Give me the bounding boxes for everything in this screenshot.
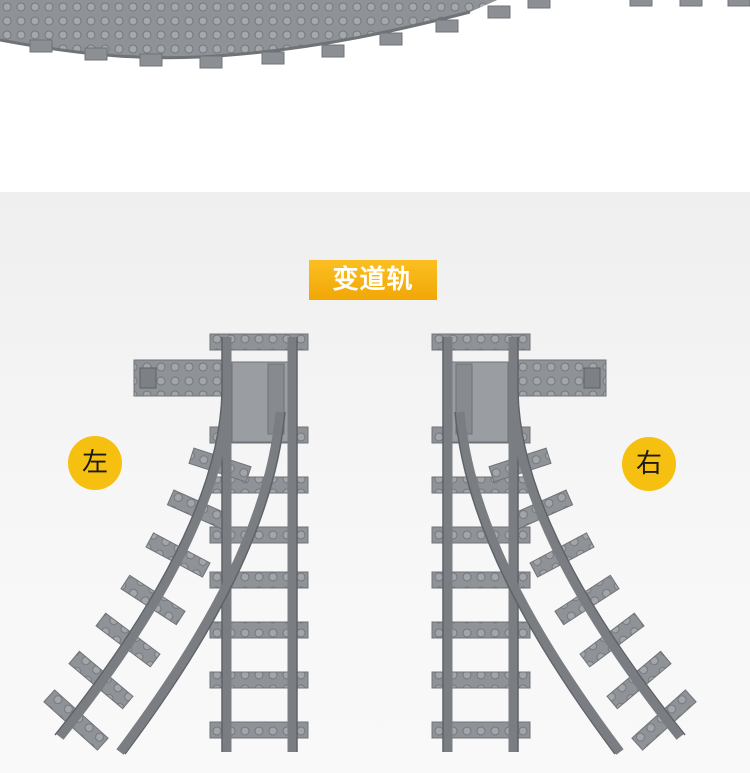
curved-track-illustration	[0, 0, 750, 69]
flexible-track-photo	[0, 0, 750, 192]
left-switch-track	[44, 334, 308, 754]
right-switch-track	[432, 334, 696, 754]
switch-track-showcase: 变道轨	[0, 192, 750, 773]
left-label-badge: 左	[68, 436, 122, 490]
right-label-badge: 右	[622, 437, 676, 491]
section-title-tag: 变道轨	[309, 260, 437, 300]
